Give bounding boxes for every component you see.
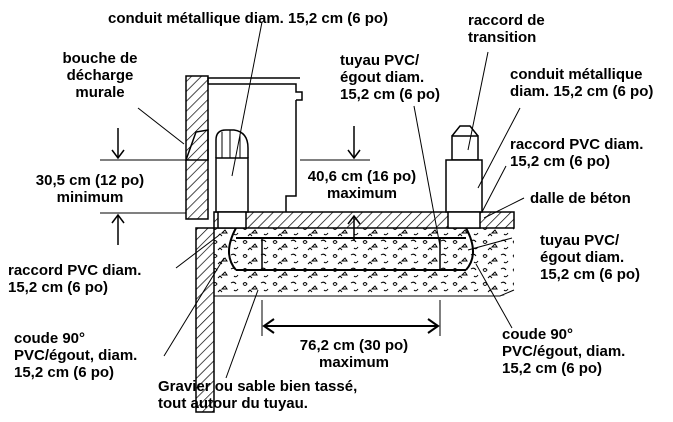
transition-label: raccord de transition — [468, 12, 545, 46]
max-length-dimension — [261, 300, 441, 336]
max-height-dimension — [300, 126, 370, 240]
right-vertical-duct — [445, 125, 483, 229]
pvc-fitting-left-label: raccord PVC diam. 15,2 cm (6 po) — [8, 262, 142, 296]
max-length-label: 76,2 cm (30 po) maximum — [299, 337, 409, 371]
wall-cap-label: bouche de décharge murale — [62, 50, 138, 101]
pvc-pipe-under-slab — [228, 227, 474, 271]
gravel-bed — [214, 228, 515, 297]
min-height-label: 30,5 cm (12 po) minimum — [35, 172, 145, 206]
conduit-right-label: conduit métallique diam. 15,2 cm (6 po) — [510, 66, 654, 100]
leader-lines — [137, 21, 525, 379]
pvc-fitting-right-label: raccord PVC diam. 15,2 cm (6 po) — [510, 136, 644, 170]
pvc-pipe-top-label: tuyau PVC/ égout diam. 15,2 cm (6 po) — [340, 52, 441, 103]
top-conduit-label: conduit métallique diam. 15,2 cm (6 po) — [108, 10, 389, 27]
elbow-left-label: coude 90° PVC/égout, diam. 15,2 cm (6 po… — [14, 330, 138, 381]
left-vertical-duct — [184, 129, 249, 229]
max-height-label: 40,6 cm (16 po) maximum — [307, 168, 417, 202]
min-height-dimension — [100, 128, 186, 245]
gravel-label: Gravier ou sable bien tassé, tout autour… — [158, 378, 358, 412]
foundation-wall — [195, 227, 215, 413]
elbow-right-label: coude 90° PVC/égout, diam. 15,2 cm (6 po… — [502, 326, 626, 377]
slab-label: dalle de béton — [530, 190, 631, 207]
pvc-pipe-right-label: tuyau PVC/ égout diam. 15,2 cm (6 po) — [540, 232, 641, 283]
